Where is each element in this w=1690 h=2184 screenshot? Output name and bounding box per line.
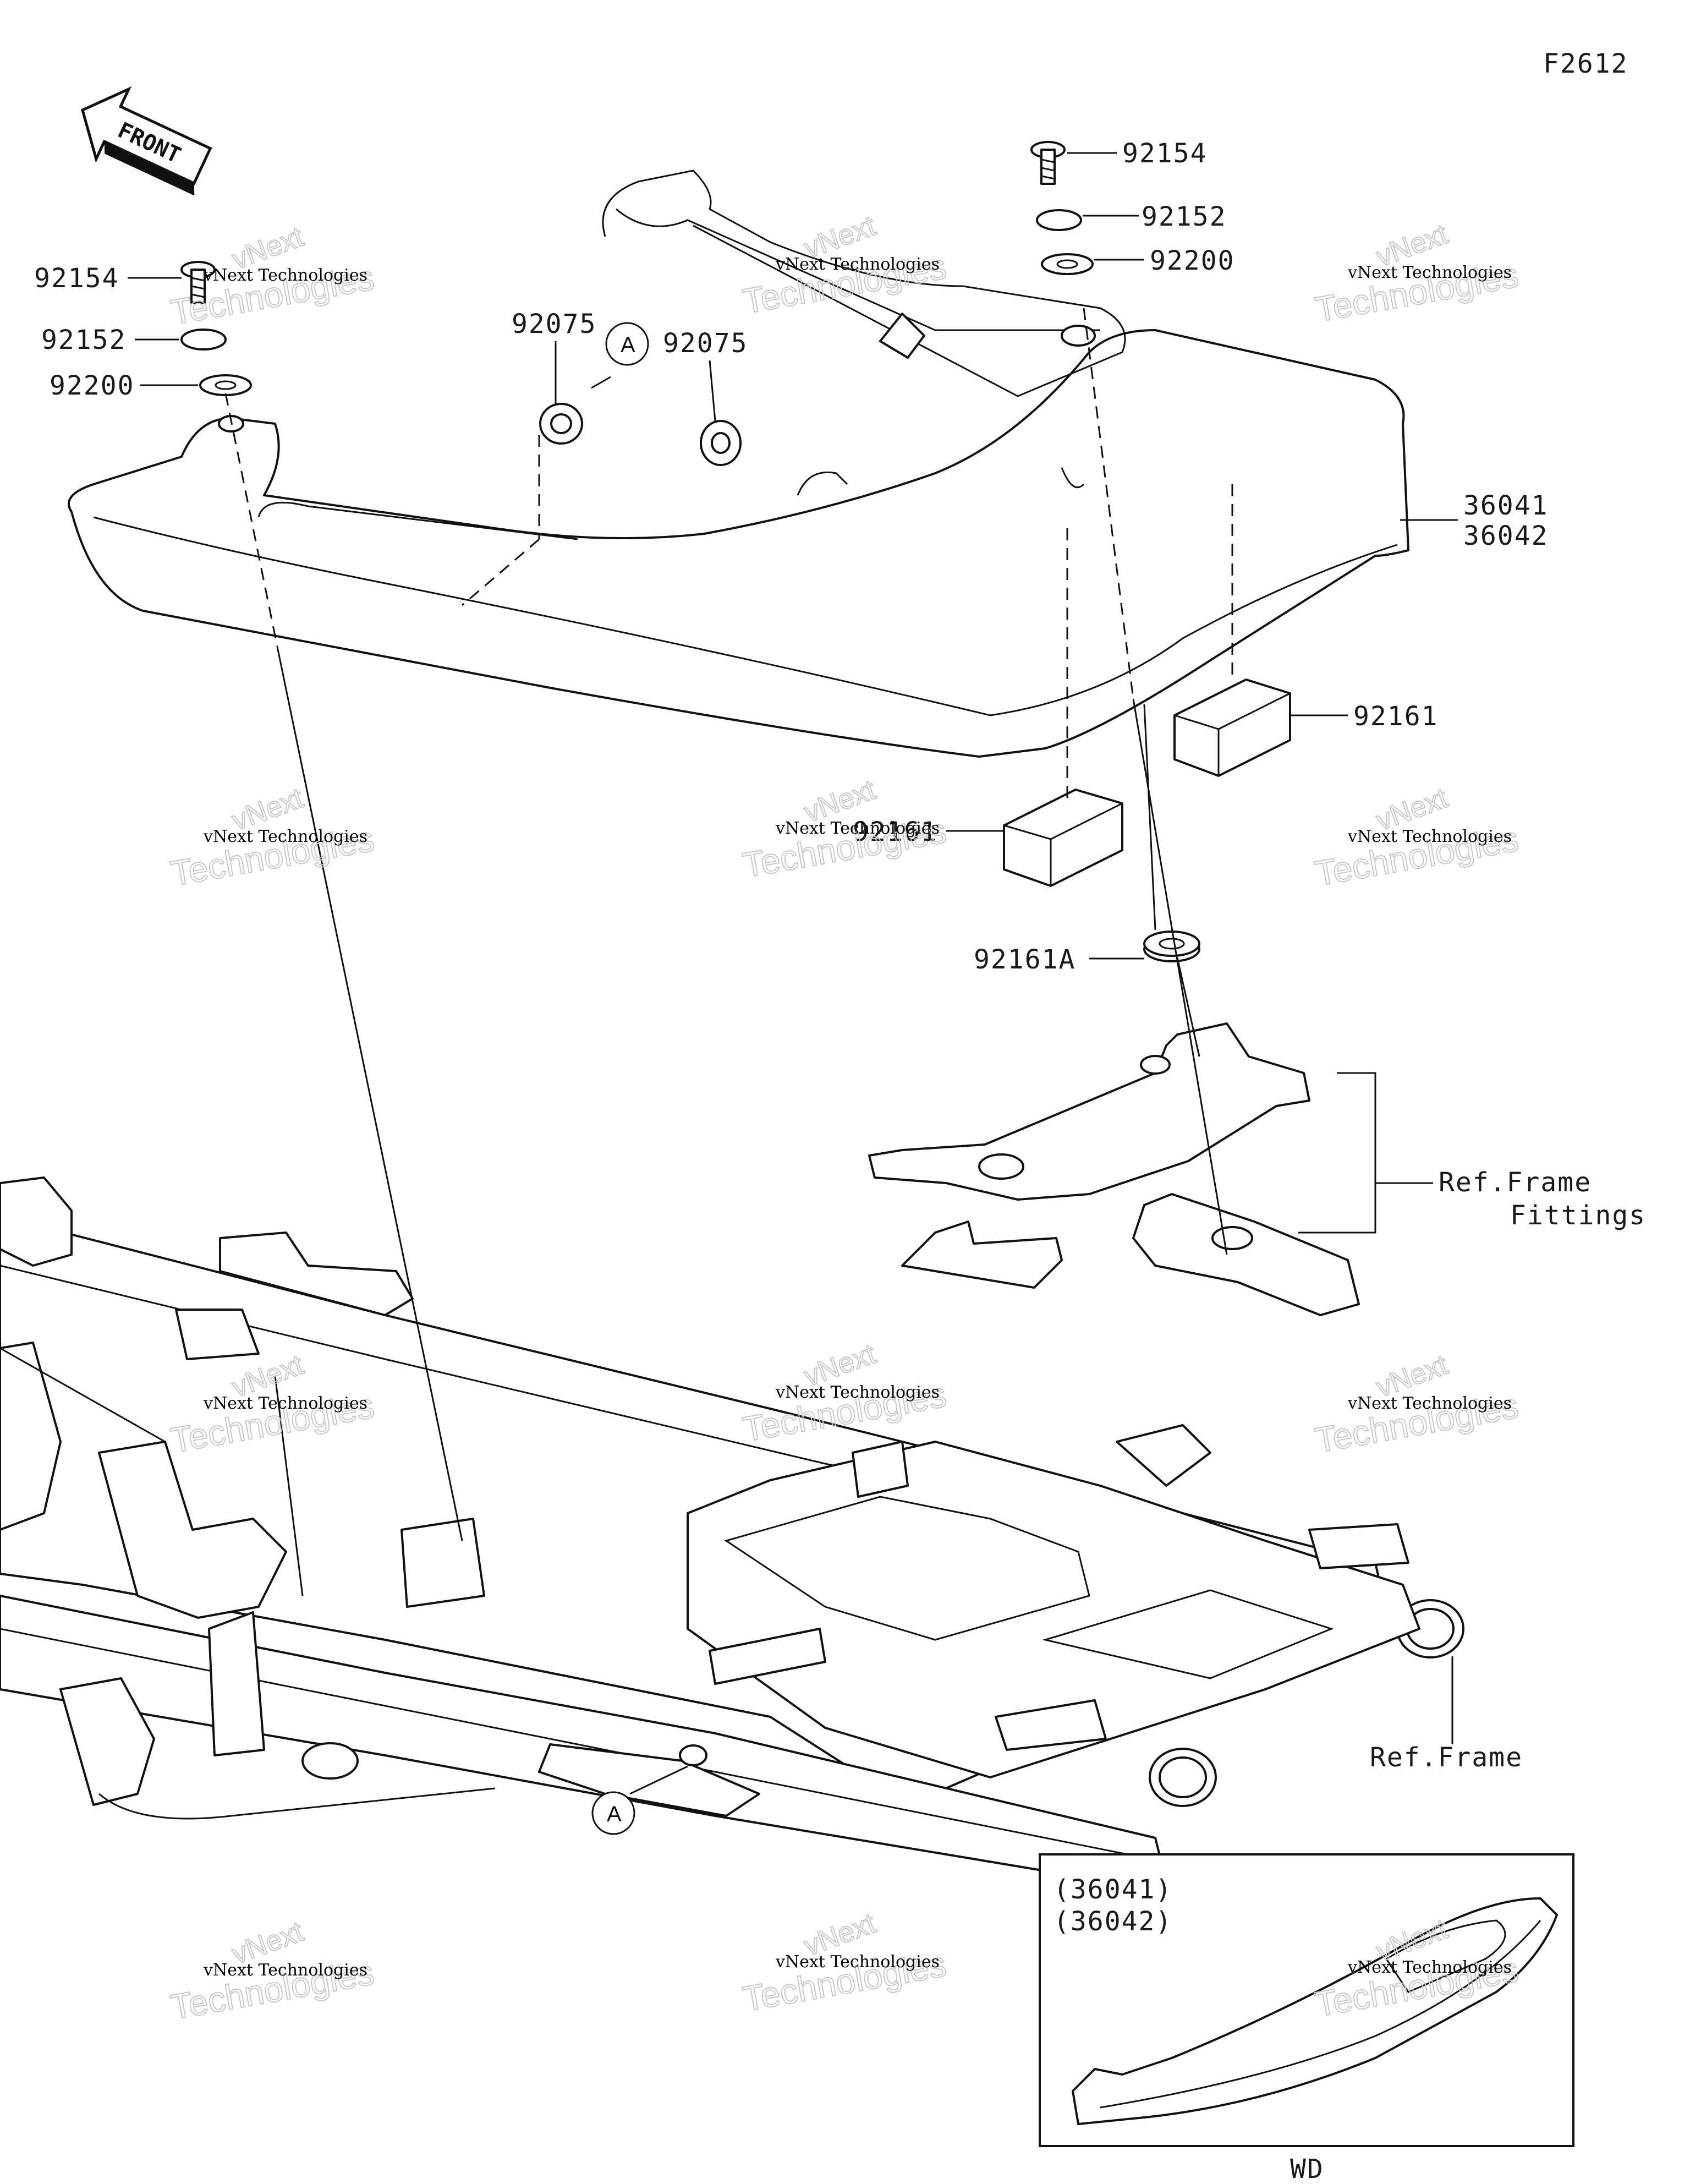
front-arrow-icon: FRONT	[81, 86, 212, 196]
label-damper-center: 92161	[853, 817, 938, 847]
label-grommet-left: 92075	[512, 309, 597, 340]
watermark-11: vNext Technologies vNext Technologies	[739, 1907, 950, 2019]
figure-code: F2612	[1543, 48, 1628, 79]
frame	[0, 1176, 1464, 1883]
label-ref-frame-fittings-1: Ref.Frame	[1439, 1167, 1592, 1198]
inset-caption: WD	[1290, 2154, 1324, 2184]
assembly-lines	[224, 308, 1233, 1541]
label-collar-right: 92152	[1142, 201, 1227, 232]
label-bolt-right: 92154	[1122, 138, 1208, 169]
watermark-4: vNext Technologies vNext Technologies	[167, 781, 377, 894]
svg-text:vNext Technologies: vNext Technologies	[1347, 827, 1512, 846]
damper-grommet-icon	[1143, 930, 1200, 962]
collar-right-icon	[1036, 209, 1082, 231]
svg-text:vNext Technologies: vNext Technologies	[775, 819, 940, 838]
label-bolt-left: 92154	[34, 263, 119, 294]
label-grommet-center: 92075	[663, 328, 748, 359]
callout-a-bottom: A	[591, 1791, 635, 1835]
svg-text:A: A	[621, 333, 635, 357]
svg-text:vNext Technologies: vNext Technologies	[1347, 263, 1512, 282]
bolt-right-icon	[1030, 141, 1066, 185]
label-cover-a: 36041	[1463, 490, 1549, 521]
damper-right-icon	[1173, 678, 1291, 777]
watermark-3: vNext Technologies vNext Technologies	[1312, 217, 1522, 330]
label-collar-left: 92152	[41, 325, 127, 355]
label-damper-grommet: 92161A	[974, 944, 1076, 975]
svg-text:vNext Technologies: vNext Technologies	[1347, 1958, 1512, 1977]
watermark-10: vNext Technologies vNext Technologies	[167, 1915, 377, 2028]
watermark-6: vNext Technologies vNext Technologies	[1312, 781, 1522, 894]
svg-text:vNext Technologies: vNext Technologies	[775, 1952, 940, 1972]
seat-cover	[68, 169, 1409, 758]
svg-text:A: A	[607, 1802, 622, 1826]
watermark-5: vNext Technologies vNext Technologies	[739, 773, 950, 886]
label-ref-frame-fittings-2: Fittings	[1510, 1200, 1646, 1231]
label-damper-right: 92161	[1353, 701, 1439, 732]
svg-text:vNext Technologies: vNext Technologies	[775, 255, 940, 274]
watermark-9: vNext Technologies vNext Technologies	[1312, 1348, 1522, 1461]
collar-left-icon	[180, 329, 227, 351]
damper-center-icon	[1003, 789, 1123, 887]
callout-a-top: A	[605, 322, 649, 366]
bolt-left-icon	[180, 261, 216, 304]
inset-label-2: (36042)	[1053, 1906, 1172, 1937]
inset-cover	[1072, 1897, 1558, 2125]
label-ref-frame: Ref.Frame	[1370, 1742, 1523, 1773]
frame-fittings	[868, 1022, 1360, 1316]
svg-text:vNext Technologies: vNext Technologies	[203, 266, 367, 285]
svg-text:vNext Technologies: vNext Technologies	[203, 827, 367, 846]
svg-text:vNext Technologies: vNext Technologies	[203, 1961, 367, 1980]
leader-lines	[128, 152, 1458, 1795]
label-washer-right: 92200	[1150, 245, 1235, 276]
inset-label-1: (36041)	[1053, 1874, 1172, 1905]
grommet-center-icon	[700, 420, 742, 466]
label-cover-b: 36042	[1463, 521, 1549, 551]
svg-text:vNext Technologies: vNext Technologies	[1347, 1394, 1512, 1413]
label-washer-left: 92200	[50, 370, 135, 401]
grommet-left-icon	[539, 403, 583, 445]
svg-text:vNext Technologies: vNext Technologies	[775, 1383, 940, 1402]
svg-text:vNext Technologies: vNext Technologies	[203, 1394, 367, 1413]
